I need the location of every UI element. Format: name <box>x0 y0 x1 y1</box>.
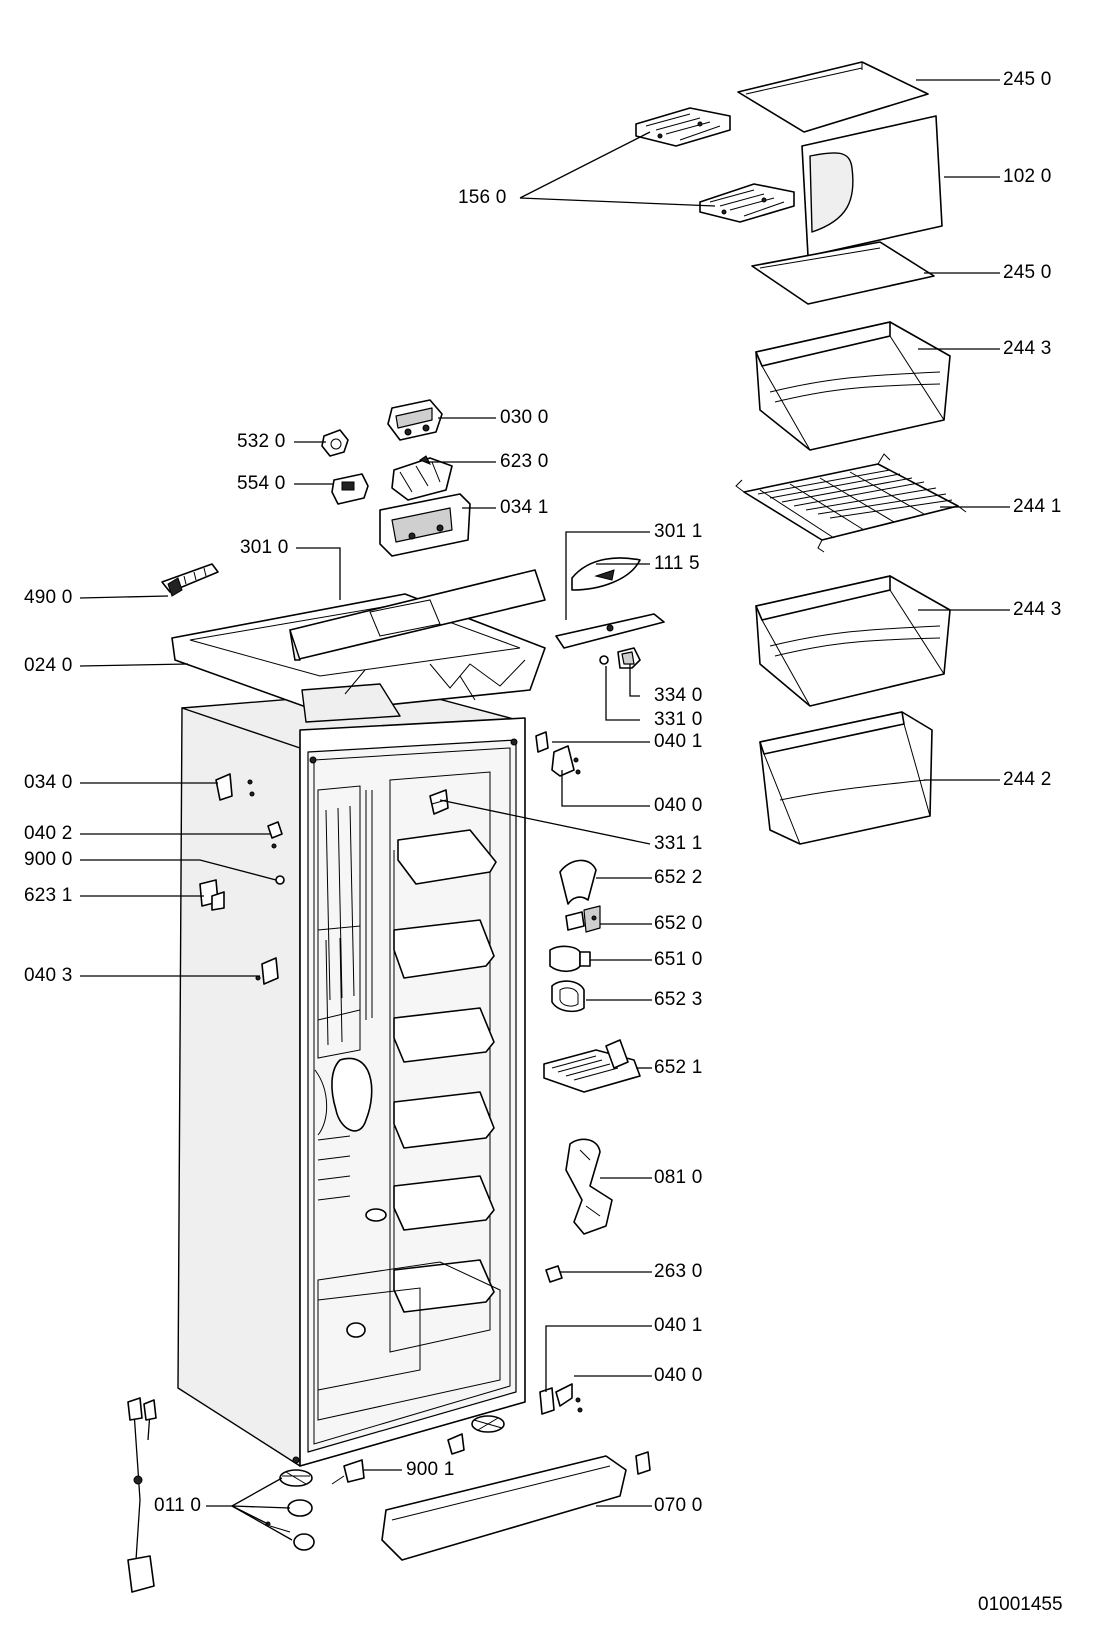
callout-label: 111 5 <box>654 553 700 574</box>
callout-label: 331 1 <box>654 833 703 854</box>
lamp-seal <box>551 980 585 1013</box>
callout-label: 623 0 <box>500 451 549 472</box>
bottom-foot-center <box>287 1499 315 1551</box>
callout-label: 040 1 <box>654 731 703 752</box>
callout-label: 024 0 <box>24 655 73 676</box>
ice-tray-top <box>635 107 731 147</box>
callout-label: 554 0 <box>237 473 286 494</box>
top-cover <box>171 593 546 723</box>
lower-hinge-arm <box>565 1138 613 1235</box>
callout-label: 652 1 <box>654 1057 703 1078</box>
door-stop <box>545 1265 563 1283</box>
upper-hinge-right <box>535 731 581 777</box>
power-cord <box>127 1397 157 1593</box>
control-panel-housing <box>289 569 546 661</box>
callout-label: 244 1 <box>1013 496 1062 517</box>
cabinet-body <box>177 689 526 1467</box>
callout-label: 244 3 <box>1003 338 1052 359</box>
ice-tray-bottom <box>699 183 795 223</box>
lamp-socket <box>565 905 601 933</box>
plinth-grille <box>381 1451 651 1561</box>
freezer-door <box>801 115 943 257</box>
callout-label: 652 3 <box>654 989 703 1010</box>
thermostat-knob <box>617 647 641 669</box>
bottom-foot-left <box>279 1469 313 1487</box>
callout-label: 245 0 <box>1003 262 1052 283</box>
callout-label: 070 0 <box>654 1495 703 1516</box>
crisper-drawer-lower <box>755 575 951 707</box>
callout-label: 263 0 <box>654 1261 703 1282</box>
callout-label: 011 0 <box>154 1495 202 1516</box>
callout-label: 040 2 <box>24 823 73 844</box>
left-plug-900 <box>275 875 285 885</box>
left-cap-040-2 <box>267 821 283 849</box>
left-hinge-623-1 <box>199 879 225 911</box>
lamp-bulb <box>549 945 591 973</box>
callout-label: 040 1 <box>654 1315 703 1336</box>
callout-label: 030 0 <box>500 407 549 428</box>
left-bracket-040-3 <box>255 957 279 985</box>
wire-shelf <box>735 453 967 553</box>
callout-label: 331 0 <box>654 709 703 730</box>
crisper-drawer-upper <box>755 321 951 451</box>
light-switch-bracket <box>429 789 449 815</box>
callout-label: 334 0 <box>654 685 703 706</box>
thermostat <box>387 399 443 441</box>
callout-label: 651 0 <box>654 949 703 970</box>
storage-bin <box>759 711 933 845</box>
callout-label: 081 0 <box>654 1167 703 1188</box>
callout-label: 623 1 <box>24 885 73 906</box>
callout-label: 301 1 <box>654 521 703 542</box>
clip-900-1 <box>331 1459 365 1485</box>
lamp-cover <box>559 859 597 905</box>
thermostat-shaft-seal <box>599 655 609 665</box>
callout-label: 244 2 <box>1003 769 1052 790</box>
freezer-shelf-bottom <box>751 241 935 305</box>
knob-small <box>321 429 349 457</box>
light-housing <box>543 1039 641 1093</box>
freezer-shelf-top <box>737 61 929 133</box>
callout-label: 040 0 <box>654 1365 703 1386</box>
callout-label: 034 0 <box>24 772 73 793</box>
top-hinge-pin <box>161 563 219 597</box>
callout-label: 900 1 <box>406 1459 455 1480</box>
callout-label: 040 0 <box>654 795 703 816</box>
callout-label: 244 3 <box>1013 599 1062 620</box>
thermostat-panel <box>555 557 665 649</box>
callout-label: 245 0 <box>1003 69 1052 90</box>
switch <box>331 473 369 505</box>
callout-label: 532 0 <box>237 431 286 452</box>
front-foot-right <box>447 1415 505 1455</box>
callout-label: 652 0 <box>654 913 703 934</box>
callout-label: 034 1 <box>500 497 549 518</box>
control-box <box>379 493 471 557</box>
document-code: 01001455 <box>978 1594 1063 1615</box>
callout-label: 652 2 <box>654 867 703 888</box>
leader-lines <box>79 79 1010 1541</box>
callout-label: 102 0 <box>1003 166 1052 187</box>
callout-label: 301 0 <box>240 537 289 558</box>
left-hinge-034 <box>215 773 255 801</box>
callout-label: 900 0 <box>24 849 73 870</box>
callout-label: 490 0 <box>24 587 73 608</box>
callout-label: 040 3 <box>24 965 73 986</box>
lower-hinge-bracket <box>539 1383 583 1415</box>
callout-label: 156 0 <box>458 187 507 208</box>
inner-shelf-ledges <box>393 829 497 1313</box>
